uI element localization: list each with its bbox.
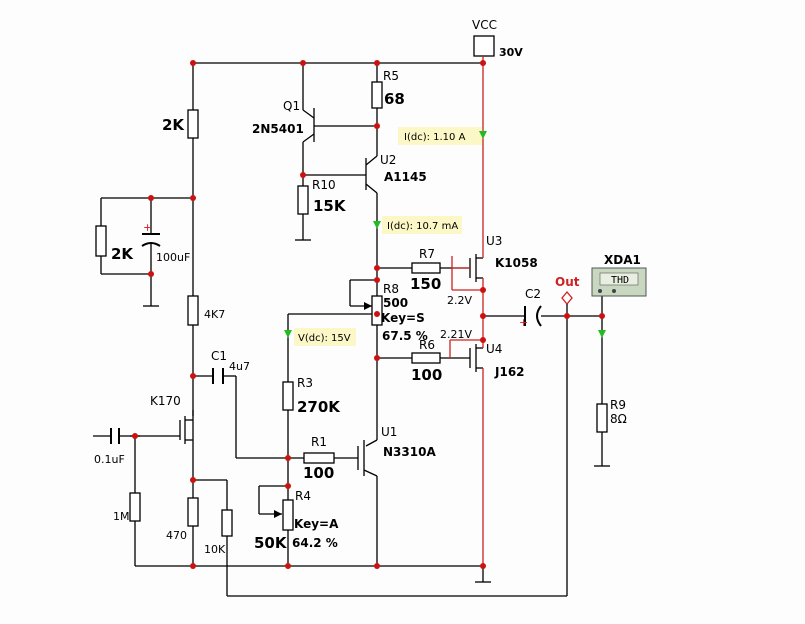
r4-key: Key=A [294, 517, 339, 531]
r8-ref: R8 [383, 282, 399, 296]
probe-top-marker-icon [479, 131, 487, 139]
probe-voltage-bg [294, 328, 356, 346]
c2-ref: C2 [525, 287, 541, 301]
probe-mid-marker-icon [373, 221, 381, 229]
q1-ref: Q1 [283, 99, 300, 113]
r10-val: 15K [313, 197, 347, 215]
r3-ref: R3 [297, 376, 313, 390]
r4-ref: R4 [295, 489, 311, 503]
u3-ref: U3 [486, 234, 502, 248]
resistor-2k-top[interactable] [187, 109, 199, 139]
resistor-r9[interactable] [596, 403, 608, 433]
r-10k-label: 10K [204, 543, 226, 556]
u4-ref: U4 [486, 342, 502, 356]
resistor-1m[interactable] [129, 492, 141, 522]
resistor-r7[interactable] [411, 262, 441, 274]
r6-ref: R6 [419, 338, 435, 352]
r8-wiper-arrow [364, 302, 372, 310]
xda1-display: THD [611, 275, 629, 286]
r-1m-label: 1M [113, 510, 130, 523]
v-2-21-label: 2.21V [440, 328, 472, 341]
resistor-r4[interactable] [282, 499, 294, 531]
r7-ref: R7 [419, 247, 435, 261]
k170-label: K170 [150, 394, 181, 408]
capacitor-c1[interactable] [212, 368, 224, 384]
r5-val: 68 [384, 90, 405, 108]
r9-val: 8Ω [610, 412, 627, 426]
r4-wiper-arrow [274, 510, 282, 518]
out-label: Out [555, 275, 580, 289]
v-2-2-label: 2.2V [447, 294, 472, 307]
capacitor-c2[interactable]: + [519, 305, 542, 329]
u1-part: N3310A [383, 445, 436, 459]
resistor-2k-left[interactable] [95, 225, 107, 257]
r-2k-left-label: 2K [111, 245, 134, 263]
xda1-ref: XDA1 [604, 253, 641, 267]
r4-pct: 64.2 % [292, 536, 338, 550]
resistor-r8[interactable] [371, 295, 383, 326]
resistor-r5[interactable] [371, 81, 383, 109]
resistor-r6[interactable] [411, 352, 441, 364]
c1-ref: C1 [211, 349, 227, 363]
vcc-source[interactable] [473, 35, 495, 57]
c-01uf-label: 0.1uF [94, 453, 125, 466]
probe-voltage: V(dc): 15V [298, 333, 351, 344]
r7-val: 150 [410, 275, 441, 293]
c-100uf-label: 100uF [156, 251, 190, 264]
u4-part: J162 [494, 365, 525, 379]
resistor-4k7[interactable] [187, 295, 199, 326]
resistor-10k[interactable] [221, 509, 233, 537]
u1-ref: U1 [381, 425, 397, 439]
probe-current-top: I(dc): 1.10 A [404, 132, 466, 143]
probe-current-mid-bg [382, 216, 462, 234]
r10-ref: R10 [312, 178, 336, 192]
r-4k7-label: 4K7 [204, 308, 225, 321]
distortion-analyzer[interactable] [591, 267, 647, 297]
resistor-r10[interactable] [297, 185, 309, 215]
output-probe-icon[interactable] [561, 290, 573, 306]
svg-text:+: + [519, 316, 528, 329]
r1-ref: R1 [311, 435, 327, 449]
c1-val: 4u7 [229, 360, 250, 373]
u3-part: K1058 [495, 256, 538, 270]
r5-ref: R5 [383, 69, 399, 83]
r1-val: 100 [303, 464, 334, 482]
capacitor-100uf[interactable]: + [141, 221, 161, 247]
resistor-r1[interactable] [303, 452, 335, 464]
r-2k-top-label: 2K [162, 116, 185, 134]
r8-key: Key=S [381, 311, 425, 325]
probe-current-mid: I(dc): 10.7 mA [387, 221, 458, 232]
probe-voltage-marker-icon [284, 330, 292, 338]
probe-output-marker-icon [598, 330, 606, 338]
resistor-r3[interactable] [282, 381, 294, 411]
probe-current-top-bg [398, 127, 482, 145]
r9-ref: R9 [610, 398, 626, 412]
r-470-label: 470 [166, 529, 187, 542]
resistor-470[interactable] [187, 497, 199, 527]
capacitor-01uf[interactable] [110, 428, 120, 444]
junctions [132, 60, 605, 569]
r8-val: 500 [383, 296, 408, 310]
vcc-label: VCC [472, 18, 497, 32]
r4-val: 50K [254, 534, 288, 552]
r8-pct: 67.5 % [382, 329, 428, 343]
u2-part: A1145 [384, 170, 427, 184]
q1-part: 2N5401 [252, 122, 304, 136]
u2-ref: U2 [380, 153, 396, 167]
r6-val: 100 [411, 366, 442, 384]
r3-val: 270K [297, 398, 341, 416]
svg-text:+: + [143, 221, 152, 234]
vcc-voltage: 30V [499, 46, 523, 59]
